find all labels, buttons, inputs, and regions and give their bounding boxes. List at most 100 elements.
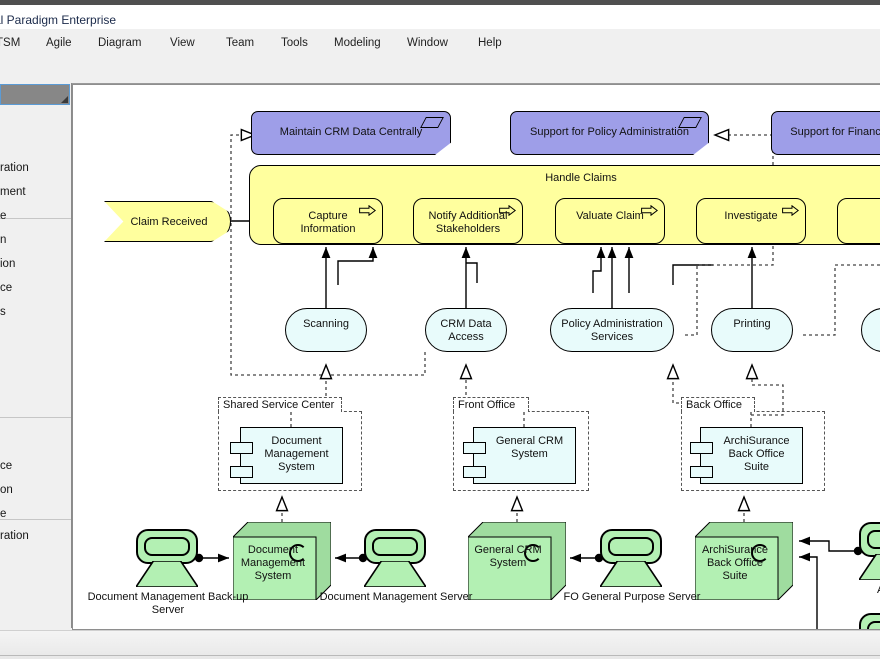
device-stand-icon: [859, 554, 880, 580]
motivation-element[interactable]: Maintain CRM Data Centrally: [251, 111, 451, 155]
grouping-box[interactable]: Back Office: [681, 397, 825, 491]
business-process[interactable]: Valuate Claim: [555, 198, 665, 244]
device-caption: Document Management Server: [319, 591, 473, 603]
element-label: Investigate: [724, 210, 778, 222]
element-label: Valuate Claim: [576, 210, 644, 222]
diagram-canvas[interactable]: Maintain CRM Data Centrally Support for P…: [72, 84, 880, 630]
device-caption: FO General Purpose Server: [563, 591, 701, 603]
menu-item-help[interactable]: Help: [478, 37, 502, 49]
element-label: CRM Data Access: [440, 318, 492, 343]
element-label: Policy Administration Services: [561, 318, 663, 343]
menu-item-window[interactable]: Window: [407, 37, 448, 49]
element-label: Pay: [838, 210, 880, 223]
menu-item-agile[interactable]: Agile: [46, 37, 72, 49]
device-stand-icon: [364, 561, 426, 587]
motivation-element[interactable]: Support for Policy Administration: [510, 111, 709, 155]
menu-item-modeling[interactable]: Modeling: [334, 37, 381, 49]
menu-item-tools[interactable]: Tools: [281, 37, 308, 49]
menu-bar: TSM Agile Diagram View Team Tools Modeling Wind…: [0, 29, 880, 59]
device-screen-icon: [136, 529, 198, 564]
element-label: Maintain CRM Data Centrally: [279, 126, 423, 138]
component-port-icon: [230, 466, 253, 478]
device-screen-icon: [600, 529, 662, 564]
grouping-box[interactable]: Front Office: [453, 397, 589, 491]
device-node[interactable]: [859, 522, 880, 580]
application-service[interactable]: Printing: [711, 308, 793, 352]
business-process[interactable]: Pay: [837, 198, 880, 244]
component-port-icon: [690, 466, 713, 478]
menu-item-team[interactable]: Team: [226, 37, 255, 49]
status-bar: [0, 630, 880, 659]
element-label: Fi S: [862, 318, 880, 331]
tree-item[interactable]: ce: [0, 282, 13, 294]
grouping-label: Shared Service Center: [218, 397, 342, 412]
panel-divider: [0, 417, 71, 418]
device-node[interactable]: [364, 529, 426, 587]
tree-item[interactable]: on: [0, 484, 13, 496]
status-divider: [0, 655, 880, 656]
element-label: General CRM System: [495, 435, 564, 460]
infrastructure-node[interactable]: Document Management System: [233, 522, 331, 600]
tree-item[interactable]: ce: [0, 460, 13, 472]
panel-divider: [0, 519, 71, 520]
business-process[interactable]: Notify Additional Stakeholders: [413, 198, 523, 244]
motivation-element[interactable]: Support for Financial: [771, 111, 880, 155]
panel-header-selected[interactable]: [0, 84, 70, 105]
device-node[interactable]: [859, 613, 880, 629]
device-screen-icon: [364, 529, 426, 564]
element-label: General CRM System: [474, 544, 542, 569]
application-component[interactable]: Document Management System: [230, 427, 343, 484]
grouping-label: Back Office: [681, 397, 755, 412]
tree-item[interactable]: ration: [0, 530, 29, 542]
element-label: ArchiSurance Back Office Suite: [701, 544, 769, 582]
element-label: Support for Financial: [790, 126, 880, 138]
infrastructure-node[interactable]: General CRM System: [468, 522, 566, 600]
device-caption: Au Se: [833, 584, 880, 597]
tree-item[interactable]: e: [0, 210, 7, 222]
element-label: Scanning: [303, 318, 349, 330]
menu-item-view[interactable]: View: [170, 37, 195, 49]
process-arrow-icon: [641, 205, 658, 216]
element-label: Handle Claims: [545, 172, 617, 184]
process-arrow-icon: [499, 205, 516, 216]
node-icon: [524, 544, 542, 562]
tree-item[interactable]: ment: [0, 186, 26, 198]
application-component[interactable]: General CRM System: [463, 427, 576, 484]
process-arrow-icon: [782, 205, 799, 216]
tree-item[interactable]: s: [0, 306, 6, 318]
application-service[interactable]: Scanning: [285, 308, 367, 352]
business-process[interactable]: Capture Information: [273, 198, 383, 244]
element-label: Document Management System: [240, 544, 306, 582]
element-label: Notify Additional Stakeholders: [428, 210, 508, 235]
grouping-box[interactable]: Shared Service Center: [218, 397, 362, 491]
tree-item[interactable]: ion: [0, 258, 16, 270]
application-service[interactable]: Policy Administration Services: [550, 308, 674, 352]
menu-item-diagram[interactable]: Diagram: [98, 37, 142, 49]
infrastructure-node[interactable]: ArchiSurance Back Office Suite: [695, 522, 793, 600]
tree-item[interactable]: e: [0, 508, 7, 520]
title-row: al Paradigm Enterprise: [0, 5, 880, 29]
tree-item[interactable]: n: [0, 234, 7, 246]
menu-item-tsm[interactable]: TSM: [0, 37, 21, 49]
node-icon: [751, 544, 769, 562]
window-title: al Paradigm Enterprise: [0, 13, 117, 27]
business-process[interactable]: Investigate: [696, 198, 806, 244]
node-icon: [289, 544, 307, 562]
device-node[interactable]: [600, 529, 662, 587]
title-bar: [0, 0, 880, 5]
grouping-label: Front Office: [453, 397, 529, 412]
application-service[interactable]: CRM Data Access: [425, 308, 507, 352]
device-stand-icon: [136, 561, 198, 587]
application-component[interactable]: ArchiSurance Back Office Suite: [690, 427, 803, 484]
device-stand-icon: [600, 561, 662, 587]
tree-item[interactable]: ration: [0, 162, 29, 174]
device-screen-icon: [859, 522, 880, 557]
device-caption: Document Management Back-up Server: [87, 591, 249, 616]
component-port-icon: [230, 442, 253, 454]
element-label: Support for Policy Administration: [530, 126, 689, 138]
resize-corner-icon: [61, 96, 68, 103]
device-node[interactable]: [136, 529, 198, 587]
panel-divider: [0, 218, 71, 219]
